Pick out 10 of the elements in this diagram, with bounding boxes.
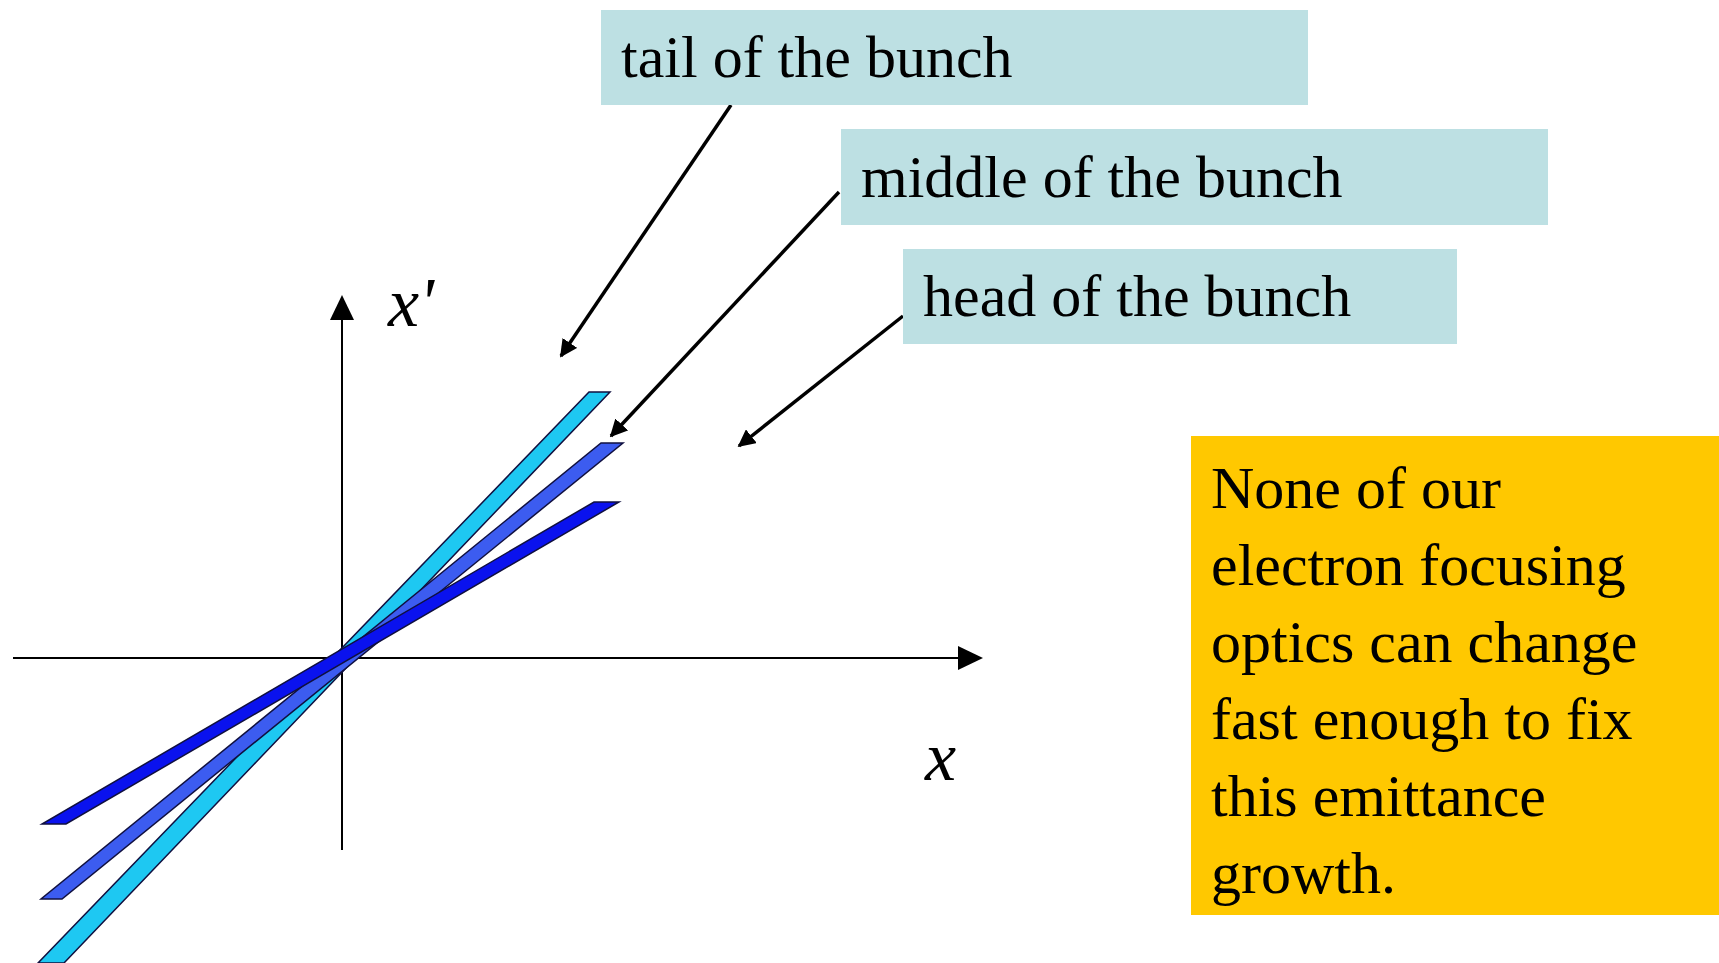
note-box: None of our electron focusing optics can change fast enough to fix this emittance growth. [1191, 436, 1719, 915]
callout-box: tail of the bunch [601, 10, 1308, 105]
callout-box: middle of the bunch [841, 129, 1548, 225]
callout-box: head of the bunch [903, 249, 1457, 344]
arrow [559, 104, 733, 358]
arrow [609, 190, 841, 438]
axis-label: x [925, 722, 957, 792]
axis-label: x' [388, 268, 435, 338]
phase-space-stripe [39, 501, 622, 825]
arrow [737, 314, 905, 448]
